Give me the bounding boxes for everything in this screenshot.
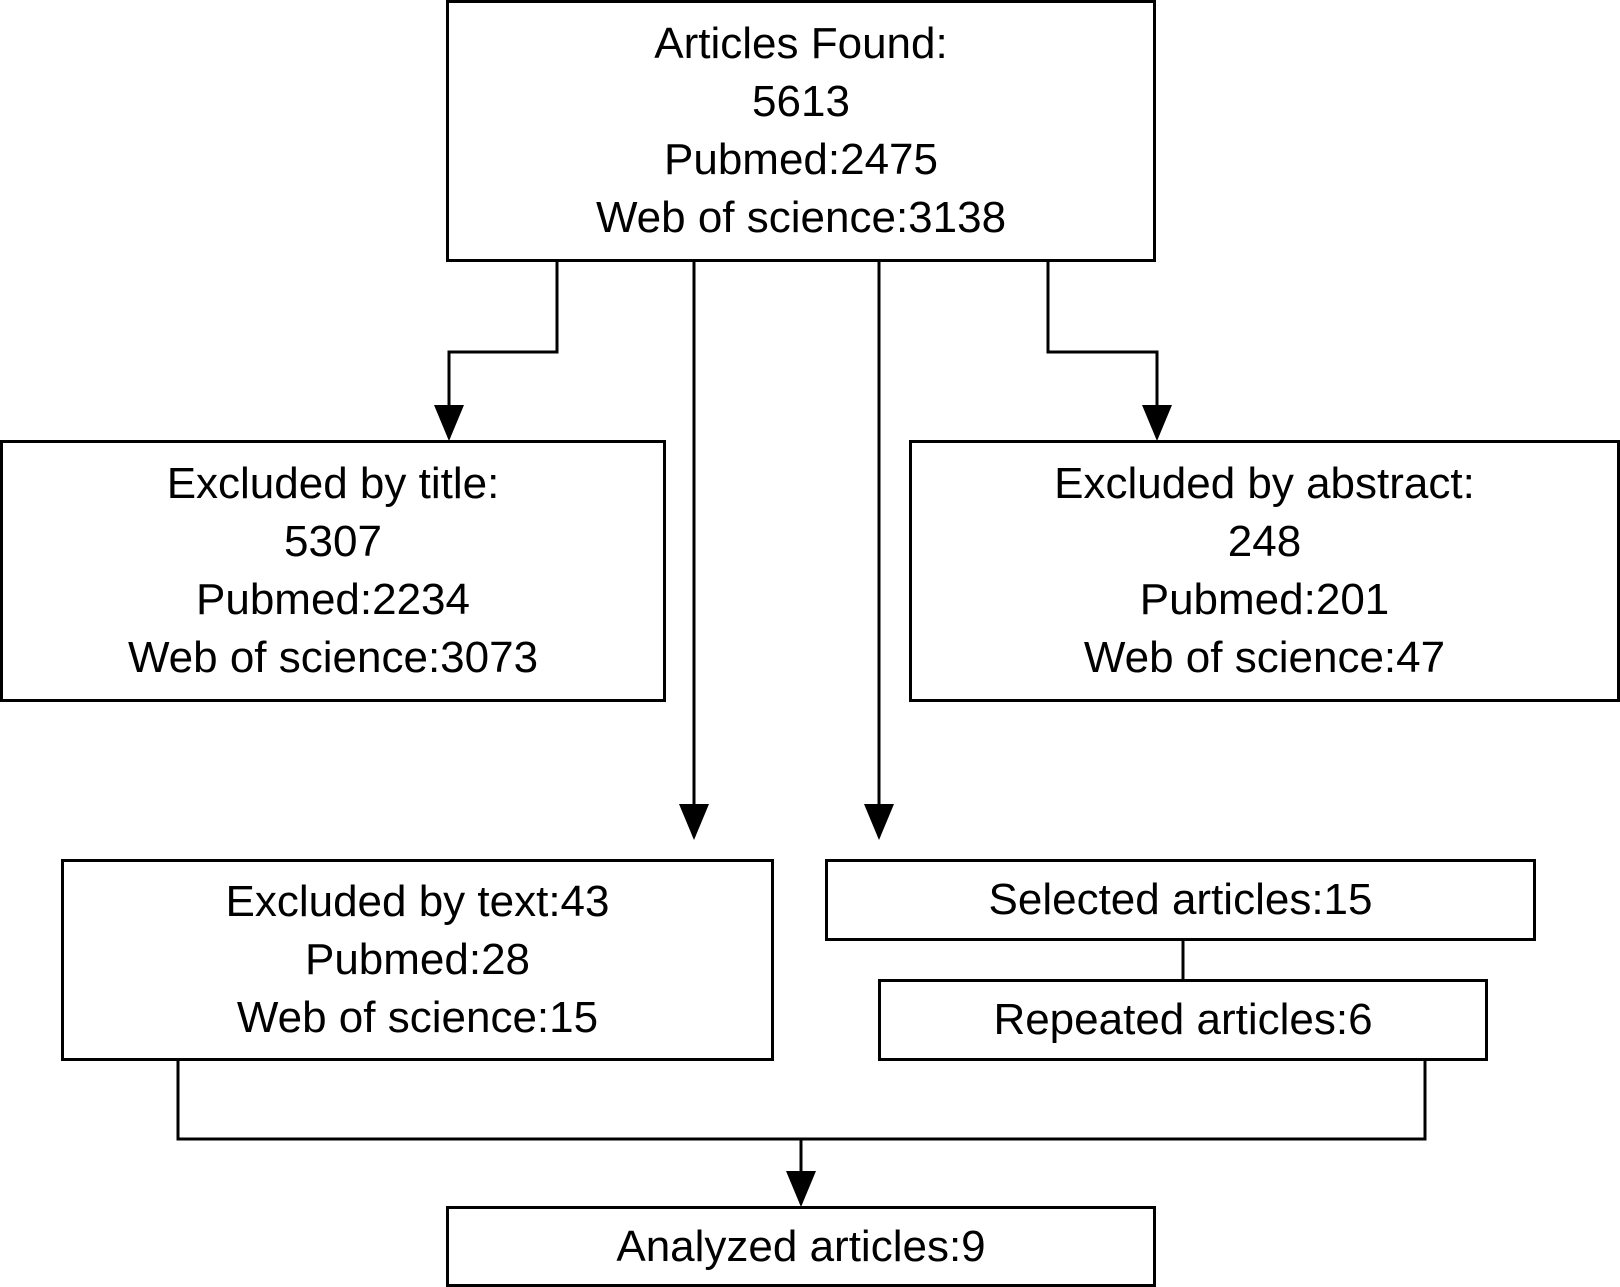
excluded-by-title-web-of-science: Web of science:3073 xyxy=(127,633,539,682)
articles-found-title: Articles Found: xyxy=(654,19,948,68)
excluded-by-abstract-box: Excluded by abstract: 248 Pubmed:201 Web… xyxy=(909,440,1620,702)
excluded-by-title-pubmed: Pubmed:2234 xyxy=(196,575,470,624)
connector-found-to-abstract xyxy=(1046,262,1172,441)
excluded-by-abstract-pubmed: Pubmed:201 xyxy=(1139,575,1390,624)
excluded-by-abstract-web-of-science: Web of science:47 xyxy=(1083,633,1446,682)
analyzed-articles-label: Analyzed articles:9 xyxy=(616,1221,986,1271)
selected-articles-label: Selected articles:15 xyxy=(988,875,1373,924)
excluded-by-text-box: Excluded by text:43 Pubmed:28 Web of sci… xyxy=(61,859,774,1061)
analyzed-articles-box: Analyzed articles:9 xyxy=(446,1206,1156,1287)
excluded-by-title-total: 5307 xyxy=(284,517,382,566)
excluded-by-abstract-title: Excluded by abstract: xyxy=(1054,459,1475,508)
excluded-by-title-title: Excluded by title: xyxy=(166,459,500,508)
articles-found-total: 5613 xyxy=(752,77,850,126)
excluded-by-title-box: Excluded by title: 5307 Pubmed:2234 Web … xyxy=(0,440,666,702)
excluded-by-text-pubmed: Pubmed:28 xyxy=(304,935,531,984)
repeated-articles-box: Repeated articles:6 xyxy=(878,979,1488,1061)
selected-articles-box: Selected articles:15 xyxy=(825,859,1536,941)
articles-found-pubmed: Pubmed:2475 xyxy=(664,135,938,184)
excluded-by-text-web-of-science: Web of science:15 xyxy=(236,993,599,1042)
connector-found-to-title xyxy=(434,262,559,441)
articles-found-box: Articles Found: 5613 Pubmed:2475 Web of … xyxy=(446,0,1156,262)
repeated-articles-label: Repeated articles:6 xyxy=(993,995,1373,1044)
connector-text-to-merge xyxy=(176,1061,1427,1141)
excluded-by-abstract-total: 248 xyxy=(1227,517,1302,566)
excluded-by-text-title: Excluded by text:43 xyxy=(225,877,610,926)
articles-found-web-of-science: Web of science:3138 xyxy=(595,193,1007,242)
